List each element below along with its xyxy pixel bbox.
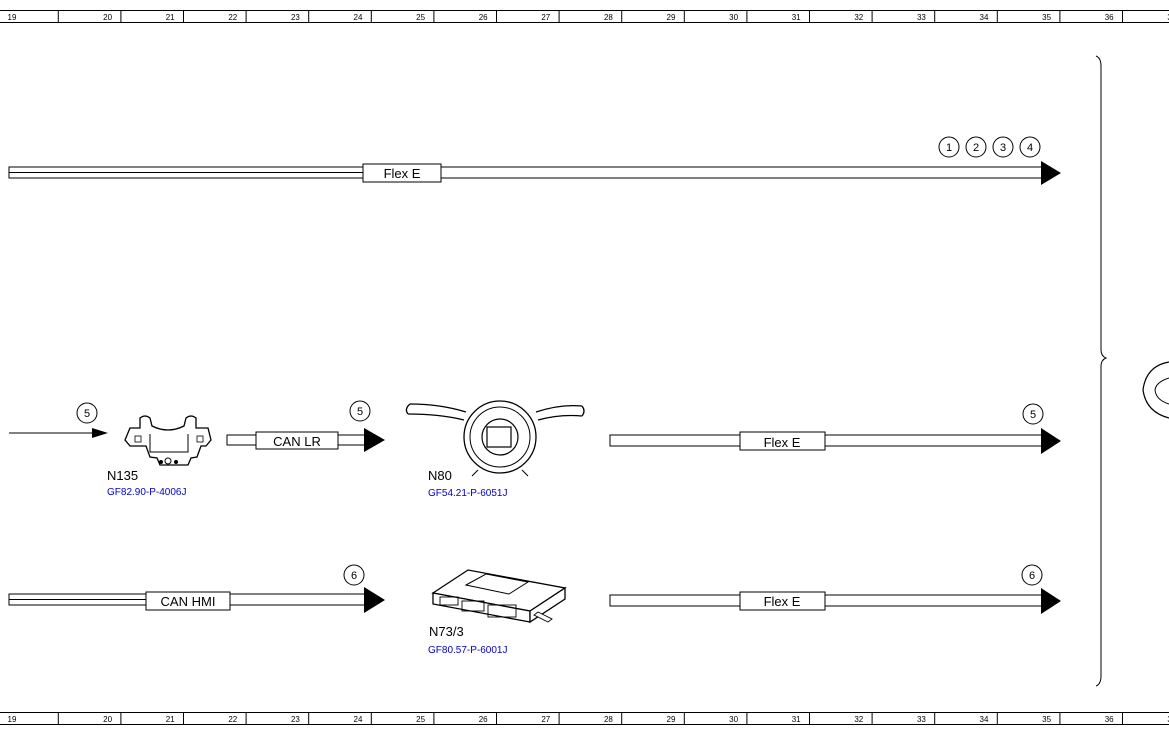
- bus-label-box: [145, 591, 231, 611]
- top-ruler: 19 20 21 22 23 24 25 26 27 28 29 30 31 32 33 34 35 36 37: [0, 10, 1169, 23]
- badge[interactable]: 2: [965, 136, 987, 158]
- ruler-column-label: 27: [541, 715, 550, 724]
- ruler-column-label: 29: [667, 13, 676, 22]
- bus-label: Flex E: [384, 166, 421, 181]
- ruler-column-label: 31: [792, 715, 801, 724]
- svg-text:1: 1: [946, 142, 952, 154]
- bus-label: CAN HMI: [161, 594, 216, 609]
- arrow-head: [1041, 428, 1061, 454]
- ruler-column-label: 19: [8, 13, 17, 22]
- row1-flex-e-bus[interactable]: Flex E: [8, 161, 1061, 185]
- ruler-column-label: 35: [1042, 13, 1051, 22]
- component-name: N73/3: [429, 624, 464, 639]
- bus-label: CAN LR: [273, 434, 321, 449]
- ruler-column-label: 35: [1042, 715, 1051, 724]
- ruler-column-label: 26: [479, 13, 488, 22]
- ruler-column-label: 37: [1167, 13, 1169, 22]
- ruler-column-label: 30: [729, 715, 738, 724]
- svg-text:2: 2: [973, 142, 979, 154]
- ruler-column-label: 21: [166, 13, 175, 22]
- ruler-column-label: 29: [667, 715, 676, 724]
- ruler-column-label: 26: [479, 715, 488, 724]
- component-ref-link[interactable]: GF80.57-P-6001J: [428, 645, 508, 656]
- ruler-column-label: 36: [1105, 13, 1114, 22]
- n80-steering-module-icon[interactable]: [405, 400, 585, 477]
- ruler-column-label: 37: [1167, 715, 1169, 724]
- bus-label-box: [739, 591, 826, 611]
- badge[interactable]: 6: [343, 564, 365, 586]
- right-brace: [1095, 55, 1108, 687]
- component-name: N135: [107, 468, 138, 483]
- svg-text:5: 5: [84, 408, 90, 420]
- badge[interactable]: 1: [938, 136, 960, 158]
- can-lr-bus[interactable]: CAN LR: [226, 428, 385, 452]
- svg-text:6: 6: [351, 570, 357, 582]
- svg-text:5: 5: [357, 406, 363, 418]
- arrow-head: [1041, 161, 1061, 185]
- ruler-column-label: 31: [792, 13, 801, 22]
- ruler-column-label: 24: [354, 13, 363, 22]
- row2-input-line[interactable]: [9, 428, 108, 438]
- ruler-column-label: 22: [228, 715, 237, 724]
- ruler-column-label: 20: [103, 715, 112, 724]
- arrow-head: [1041, 588, 1061, 614]
- badge[interactable]: 4: [1019, 136, 1041, 158]
- ruler-column-label: 22: [228, 13, 237, 22]
- component-name: N80: [428, 468, 452, 483]
- ruler-column-label: 25: [416, 13, 425, 22]
- ruler-column-label: 33: [917, 13, 926, 22]
- ruler-column-label: 21: [166, 715, 175, 724]
- row2-flex-e-bus[interactable]: Flex E: [609, 428, 1061, 454]
- ruler-column-label: 25: [416, 715, 425, 724]
- badge[interactable]: 5: [349, 400, 371, 422]
- ruler-column-label: 24: [354, 715, 363, 724]
- svg-text:4: 4: [1027, 142, 1033, 154]
- ruler-column-label: 28: [604, 13, 613, 22]
- partial-component: [1142, 361, 1169, 419]
- ruler-column-label: 27: [541, 13, 550, 22]
- ruler-column-label: 23: [291, 715, 300, 724]
- arrow-head: [364, 428, 385, 452]
- ruler-column-label: 19: [8, 715, 17, 724]
- ruler-column-label: 20: [103, 13, 112, 22]
- can-hmi-bus[interactable]: CAN HMI: [8, 587, 385, 613]
- component-ref-link[interactable]: GF54.21-P-6051J: [428, 488, 508, 499]
- ruler-column-label: 33: [917, 715, 926, 724]
- component-ref-link[interactable]: GF82.90-P-4006J: [107, 487, 187, 498]
- n73-3-module-icon[interactable]: [431, 569, 567, 624]
- ruler-column-label: 23: [291, 13, 300, 22]
- bus-label: Flex E: [764, 435, 801, 450]
- ruler-column-label: 32: [854, 13, 863, 22]
- ruler-column-label: 32: [854, 715, 863, 724]
- bus-label-box: [739, 431, 826, 451]
- badge[interactable]: 6: [1021, 564, 1043, 586]
- row3-flex-e-bus[interactable]: Flex E: [609, 588, 1061, 614]
- ruler-column-label: 36: [1105, 715, 1114, 724]
- badge[interactable]: 3: [992, 136, 1014, 158]
- n135-module-icon[interactable]: [124, 415, 212, 466]
- arrow-head: [364, 587, 385, 613]
- ruler-column-label: 28: [604, 715, 613, 724]
- svg-text:6: 6: [1029, 570, 1035, 582]
- bus-label-box: [255, 431, 339, 450]
- bottom-ruler: 19 20 21 22 23 24 25 26 27 28 29 30 31 32 33 34 35 36 37: [0, 712, 1169, 725]
- arrow-head: [92, 428, 108, 438]
- svg-text:3: 3: [1000, 142, 1006, 154]
- ruler-column-label: 34: [980, 715, 989, 724]
- badge[interactable]: 5: [1022, 403, 1044, 425]
- ruler-column-label: 34: [980, 13, 989, 22]
- bus-label-box: [362, 163, 442, 183]
- svg-text:5: 5: [1030, 409, 1036, 421]
- row1-badges: 1 2 3 4: [938, 136, 1041, 158]
- ruler-column-label: 30: [729, 13, 738, 22]
- badge[interactable]: 5: [76, 402, 98, 424]
- bus-label: Flex E: [764, 594, 801, 609]
